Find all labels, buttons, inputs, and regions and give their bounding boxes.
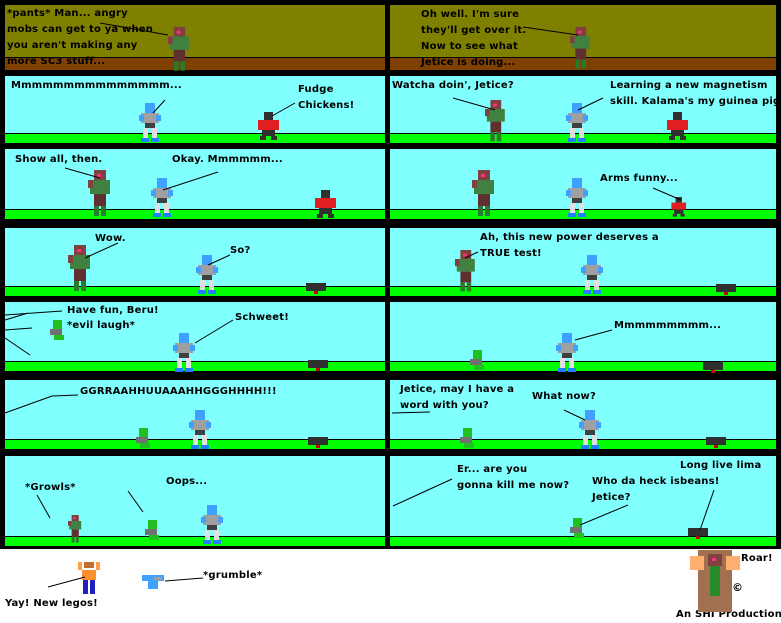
ground bbox=[5, 57, 385, 70]
speech: Jetice? bbox=[592, 492, 631, 503]
narration: *pants* Man... angry bbox=[7, 8, 128, 19]
speech: skill. Kalama's my guinea pig. bbox=[610, 96, 776, 107]
footer-yay: Yay! New legos! bbox=[5, 598, 98, 609]
footer-credit: An SHI Production bbox=[676, 609, 781, 620]
narration: more SC3 stuff... bbox=[7, 56, 106, 67]
speech: word with you? bbox=[400, 400, 489, 411]
panel-5b: Mmmmmmmmm... bbox=[390, 302, 776, 371]
speech: gonna kill me now? bbox=[457, 480, 570, 491]
speech: Chickens! bbox=[298, 100, 355, 111]
narration: they'll get over it. bbox=[421, 25, 527, 36]
ground bbox=[5, 133, 385, 143]
panel-7a: *Growls* Oops... bbox=[5, 456, 385, 546]
speech: Schweet! bbox=[235, 312, 289, 323]
speech: Who da heck is bbox=[592, 476, 681, 487]
speech: Er... are you bbox=[457, 464, 528, 475]
ground bbox=[5, 536, 385, 546]
narration: Jetice is doing... bbox=[421, 57, 516, 68]
narration: Now to see what bbox=[421, 41, 518, 52]
speech: What now? bbox=[532, 391, 596, 402]
footer-roar: Roar! bbox=[741, 553, 773, 564]
speech: GGRRAAHHUUAAAHHGGGHHHH!!! bbox=[80, 386, 277, 397]
panel-1a: *pants* Man... angry mobs can get to ya … bbox=[5, 5, 385, 70]
ground bbox=[5, 209, 385, 219]
speech: Arms funny... bbox=[600, 173, 678, 184]
speech: Learning a new magnetism bbox=[610, 80, 768, 91]
narration: Oh well. I'm sure bbox=[421, 9, 520, 20]
speech: Have fun, Beru! bbox=[67, 305, 159, 316]
speech: beans! bbox=[680, 476, 720, 487]
ground bbox=[5, 286, 385, 296]
speech: TRUE test! bbox=[480, 248, 542, 259]
speech: *evil laugh* bbox=[67, 320, 136, 331]
speech: So? bbox=[230, 245, 251, 256]
comic-strip: *pants* Man... angry mobs can get to ya … bbox=[0, 0, 781, 549]
speech: Okay. Mmmmmm... bbox=[172, 154, 283, 165]
panel-4a: Wow. So? bbox=[5, 228, 385, 296]
speech: Oops... bbox=[166, 476, 208, 487]
narration: mobs can get to ya when bbox=[7, 24, 154, 35]
speech: Mmmmmmmmmmmmmmm... bbox=[11, 80, 182, 91]
speech: Jetice, may I have a bbox=[400, 384, 515, 395]
speech: *Growls* bbox=[25, 482, 76, 493]
ground bbox=[5, 361, 385, 371]
narration: you aren't making any bbox=[7, 40, 138, 51]
speech: Fudge bbox=[298, 84, 334, 95]
panel-2a: Mmmmmmmmmmmmmmm... Fudge Chickens! bbox=[5, 76, 385, 143]
speech: Mmmmmmmmm... bbox=[614, 320, 722, 331]
speech: Wow. bbox=[95, 233, 126, 244]
speech: Long live lima bbox=[680, 460, 762, 471]
speech: Watcha doin', Jetice? bbox=[392, 80, 514, 91]
copyright-symbol: © bbox=[732, 581, 744, 594]
footer-grumble: *grumble* bbox=[203, 570, 263, 581]
speech: Ah, this new power deserves a bbox=[480, 232, 659, 243]
ground bbox=[390, 361, 776, 371]
speech: Show all, then. bbox=[15, 154, 103, 165]
